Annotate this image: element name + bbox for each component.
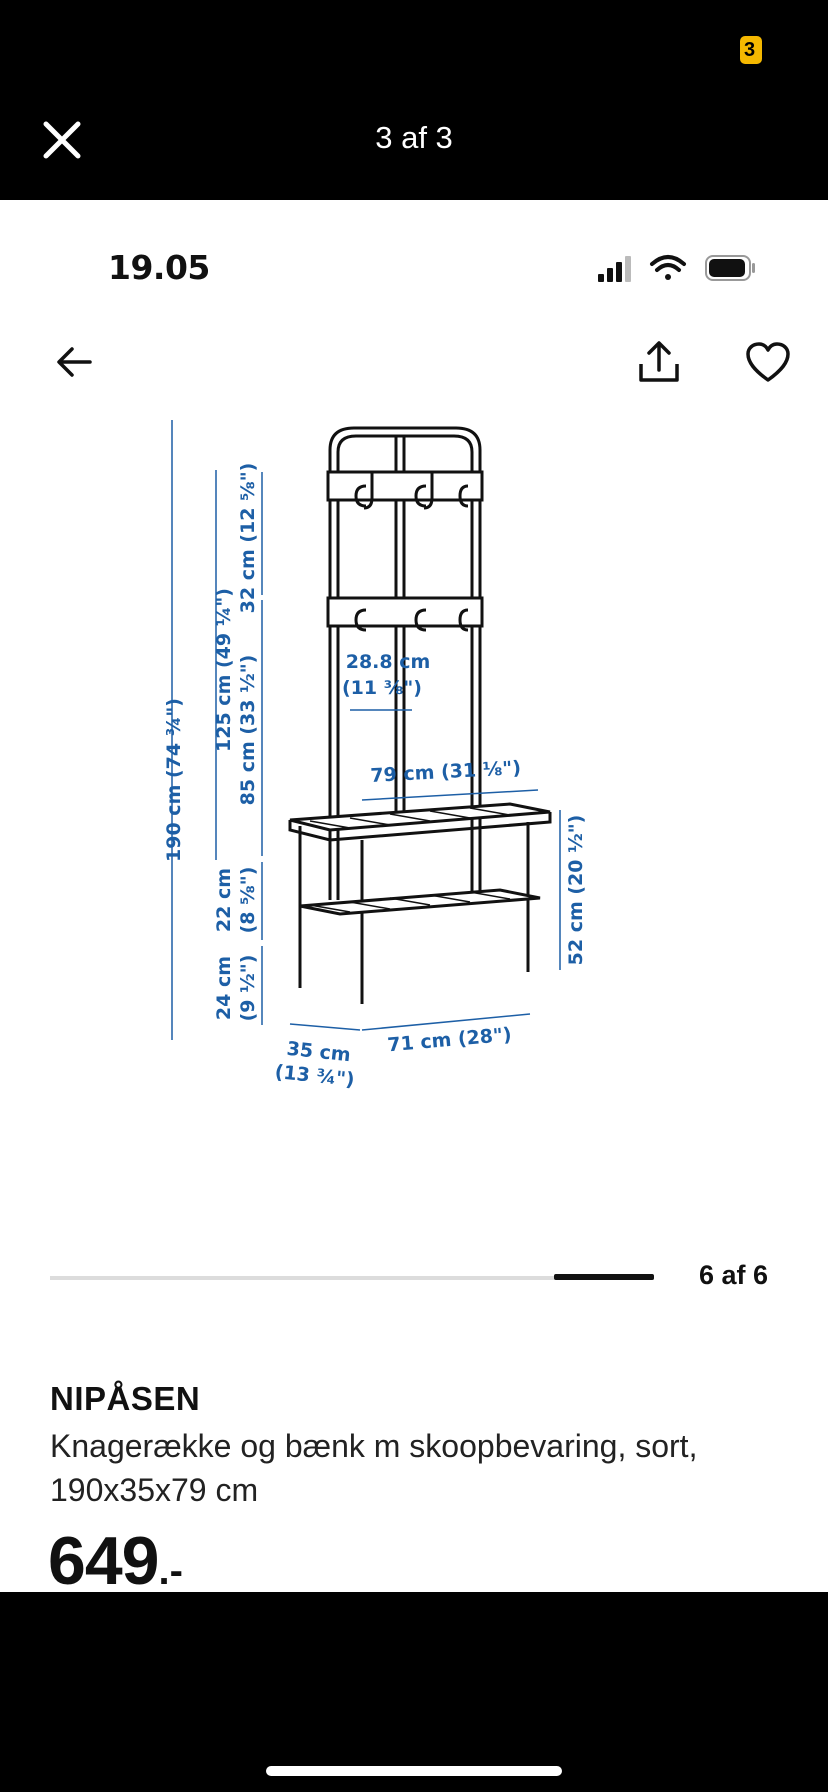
share-button[interactable] (634, 338, 684, 388)
status-icons (598, 255, 755, 282)
dim-total-height: 190 cm (74 ¾") (163, 698, 185, 862)
heart-icon (746, 342, 790, 382)
dim-base-width: 71 cm (28") (387, 1024, 513, 1057)
dim-hook-spacing-cm: 28.8 cm (346, 651, 431, 673)
dim-bottom-in: (9 ½") (237, 955, 259, 1022)
carousel-count: 6 af 6 (698, 1260, 768, 1290)
product-description: Knagerække og bænk m skoopbevaring, sort… (50, 1428, 698, 1508)
back-button[interactable] (52, 340, 96, 384)
product-price: 649.- (48, 1522, 183, 1592)
dim-shelf-gap-in: (8 ⅝") (237, 867, 259, 934)
close-button[interactable] (40, 118, 84, 162)
carousel-track (50, 1276, 654, 1280)
home-indicator[interactable] (266, 1766, 562, 1776)
viewer-header: 3 3 af 3 (0, 0, 828, 200)
price-value: 649 (48, 1523, 159, 1592)
dimension-lines (171, 420, 561, 1040)
dim-rail-height: 125 cm (49 ¼") (213, 588, 235, 752)
share-icon (639, 341, 679, 382)
badge-label: 3 (744, 39, 756, 61)
dim-lower-rail: 85 cm (33 ½") (237, 655, 259, 806)
product-dimension-drawing: 190 cm (74 ¾") 125 cm (49 ¼") 32 cm (12 … (163, 420, 587, 1091)
furniture-outline (288, 426, 552, 1004)
wifi-icon (650, 255, 686, 280)
notification-badge: 3 (740, 36, 762, 64)
price-suffix: .- (158, 1549, 183, 1592)
arrow-left-icon (57, 347, 92, 377)
embedded-screenshot[interactable]: 19.05 (0, 200, 828, 1592)
dim-hook-spacing-in: (11 ⅜") (342, 677, 422, 699)
dim-shelf-gap-cm: 22 cm (213, 868, 235, 932)
status-time: 19.05 (108, 248, 210, 287)
battery-icon (705, 255, 755, 281)
dim-bench-height: 52 cm (20 ½") (565, 815, 587, 966)
product-name: NIPÅSEN (50, 1380, 201, 1417)
dim-hook-gap: 32 cm (12 ⅝") (237, 463, 259, 614)
signal-icon (598, 256, 631, 282)
image-counter: 3 af 3 (375, 120, 453, 155)
close-icon (43, 121, 81, 159)
carousel-indicator[interactable] (554, 1274, 654, 1280)
dim-bottom-cm: 24 cm (213, 956, 235, 1020)
dim-bench-width: 79 cm (31 ⅛") (370, 757, 522, 787)
favorite-button[interactable] (744, 340, 792, 384)
